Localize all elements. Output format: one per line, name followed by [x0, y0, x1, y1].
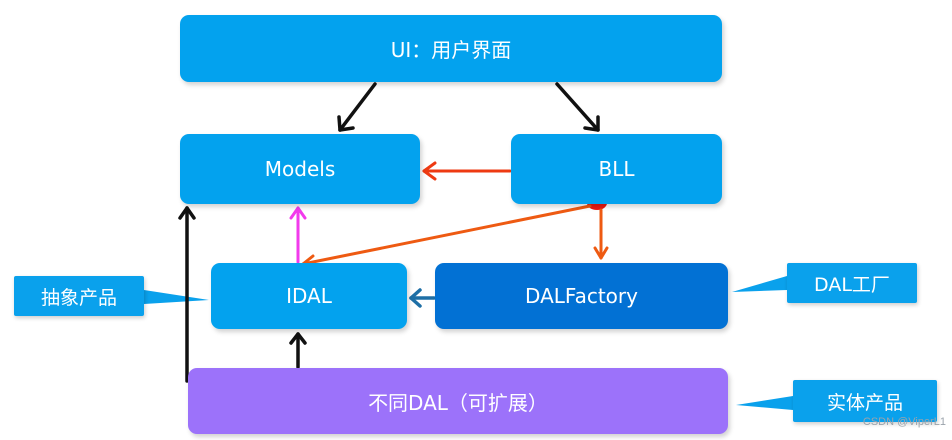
arrow-bll-to-dalfactory	[593, 208, 609, 260]
arrow-dalfactory-to-idal	[409, 288, 436, 308]
callout-abstract-pointer	[144, 290, 209, 304]
callout-concrete-pointer	[736, 396, 793, 410]
bll-label: BLL	[598, 157, 635, 181]
idal-box: IDAL	[211, 263, 407, 329]
arrow-bll-to-models	[422, 161, 512, 181]
arrow-ui-to-bll	[555, 82, 600, 132]
arrow-concrete-to-models	[178, 206, 196, 383]
callout-abstract-product: 抽象产品	[14, 276, 144, 316]
callout-factory-pointer	[732, 276, 787, 292]
dal-factory-label: DALFactory	[525, 284, 638, 308]
ui-layer-box: UI：用户界面	[180, 15, 722, 82]
callout-concrete-product-label: 实体产品	[826, 391, 903, 414]
callout-dal-factory-label: DAL工厂	[814, 273, 890, 296]
watermark: CSDN @ViperL1	[862, 416, 946, 428]
models-box: Models	[180, 134, 420, 204]
concrete-dal-box: 不同DAL（可扩展）	[188, 368, 728, 434]
models-label: Models	[264, 157, 336, 181]
callout-concrete-product: 实体产品	[793, 380, 937, 422]
dal-factory-box: DALFactory	[435, 263, 728, 329]
arrow-bll-to-idal	[301, 204, 592, 269]
arrow-ui-to-models	[337, 82, 377, 132]
idal-label: IDAL	[286, 284, 332, 308]
callout-abstract-product-label: 抽象产品	[40, 286, 117, 309]
arrow-concrete-to-idal	[289, 332, 307, 369]
concrete-dal-label: 不同DAL（可扩展）	[368, 390, 548, 415]
arrow-idal-to-models	[289, 206, 307, 264]
bll-box: BLL	[511, 134, 722, 204]
callout-dal-factory: DAL工厂	[787, 263, 917, 303]
ui-layer-label: UI：用户界面	[390, 38, 512, 62]
